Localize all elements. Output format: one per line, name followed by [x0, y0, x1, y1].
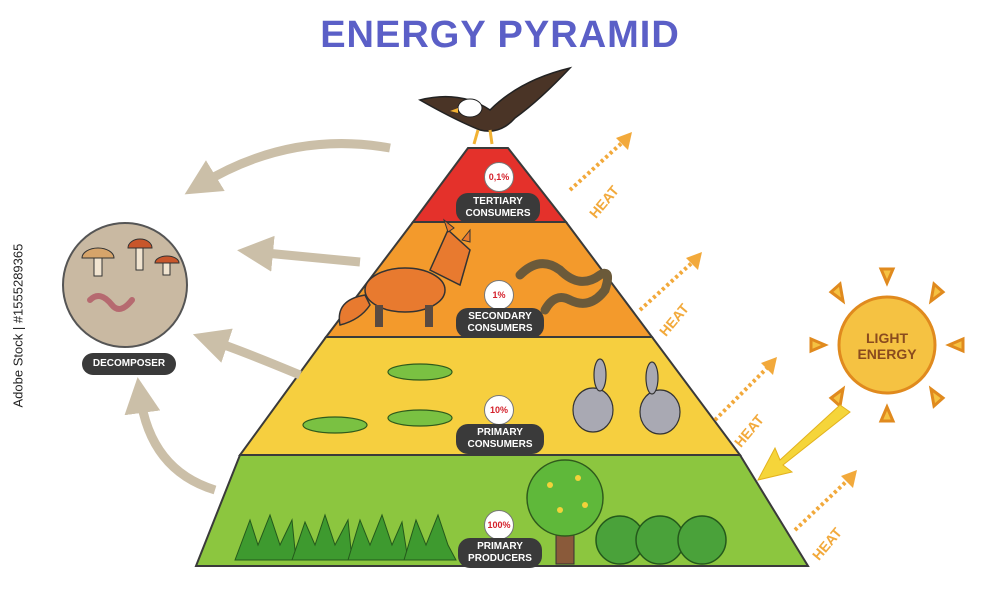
secondary-consumers-label: SECONDARY CONSUMERS — [456, 308, 544, 338]
eagle-icon — [418, 66, 573, 145]
worm-icon — [87, 293, 135, 312]
snake-icon — [515, 259, 613, 315]
primary-consumers-label: PRIMARY CONSUMERS — [456, 424, 544, 454]
label-line-2: PRODUCERS — [468, 553, 532, 564]
label-line-1: SECONDARY — [468, 311, 532, 322]
light-energy-label: LIGHT ENERGY — [842, 330, 932, 362]
label-line-2: CONSUMERS — [467, 439, 533, 450]
light-arrow-icon — [757, 404, 851, 481]
rabbit-icon — [572, 358, 681, 435]
decomposer-circle — [62, 222, 188, 348]
label-line-2: CONSUMERS — [465, 208, 531, 219]
sun-label-line-1: LIGHT — [866, 330, 908, 346]
primary-producers-label: PRIMARY PRODUCERS — [458, 538, 542, 568]
return-arrow-icon — [124, 139, 391, 495]
label-line-1: PRIMARY — [477, 541, 523, 552]
primary-consumers-percent-badge: 10% — [484, 395, 514, 425]
fox-icon — [338, 218, 471, 327]
heat-arrow-icon — [568, 138, 852, 532]
label-line-2: CONSUMERS — [467, 323, 533, 334]
sun-label-line-2: ENERGY — [857, 346, 917, 362]
secondary-percent-badge: 1% — [484, 280, 514, 310]
mushroom-icon — [81, 238, 180, 277]
grasshopper-icon — [302, 363, 453, 434]
producers-percent-badge: 100% — [484, 510, 514, 540]
grass-icon — [234, 513, 457, 561]
tertiary-percent-badge: 0,1% — [484, 162, 514, 192]
label-line-1: TERTIARY — [473, 196, 523, 207]
sun-icon — [809, 267, 965, 423]
bush-icon — [595, 515, 727, 565]
decomposer-label: DECOMPOSER — [82, 353, 176, 375]
label-line-1: PRIMARY — [477, 427, 523, 438]
page-title: ENERGY PYRAMID — [320, 14, 680, 56]
heat-arrowhead-icon — [616, 132, 857, 488]
tree-icon — [526, 459, 604, 565]
tertiary-consumers-label: TERTIARY CONSUMERS — [456, 193, 540, 223]
